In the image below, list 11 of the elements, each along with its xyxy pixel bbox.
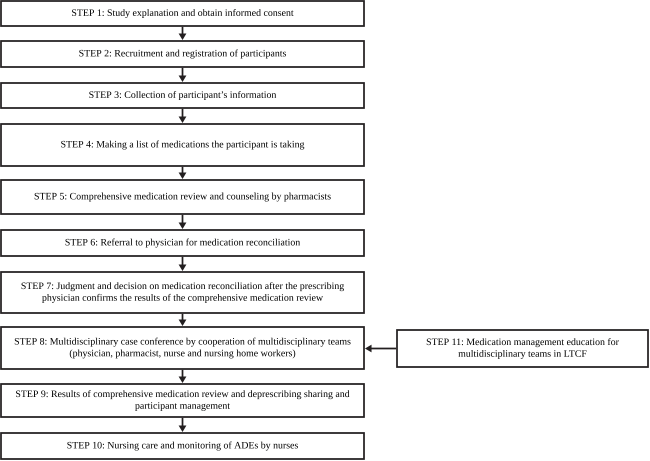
step-box: STEP 4: Making a list of medications the participant is taking xyxy=(0,123,365,167)
step-box: STEP 5: Comprehensive medication review and counseling by pharmacists xyxy=(0,179,365,215)
step-box: STEP 10: Nursing care and monitoring of ADEs by nurses xyxy=(0,432,365,460)
step-box: STEP 11: Medication management education for multidisciplinary teams in LTCF xyxy=(396,329,649,368)
step-box: STEP 9: Results of comprehensive medication review and deprescribing sharing and participant management xyxy=(0,383,365,418)
step-box: STEP 6: Referral to physician for medication reconciliation xyxy=(0,229,365,257)
step-box: STEP 1: Study explanation and obtain informed consent xyxy=(0,0,365,27)
step-box: STEP 8: Multidisciplinary case conference by cooperation of multidisciplinary teams (physician, pharmacist, nurse and nursing home workers) xyxy=(0,326,365,370)
step-box: STEP 7: Judgment and decision on medication reconciliation after the prescribing physician confirms the results of the comprehensive medication review xyxy=(0,271,365,314)
step-box: STEP 2: Recruitment and registration of participants xyxy=(0,40,365,68)
step-box: STEP 3: Collection of participant’s information xyxy=(0,82,365,109)
